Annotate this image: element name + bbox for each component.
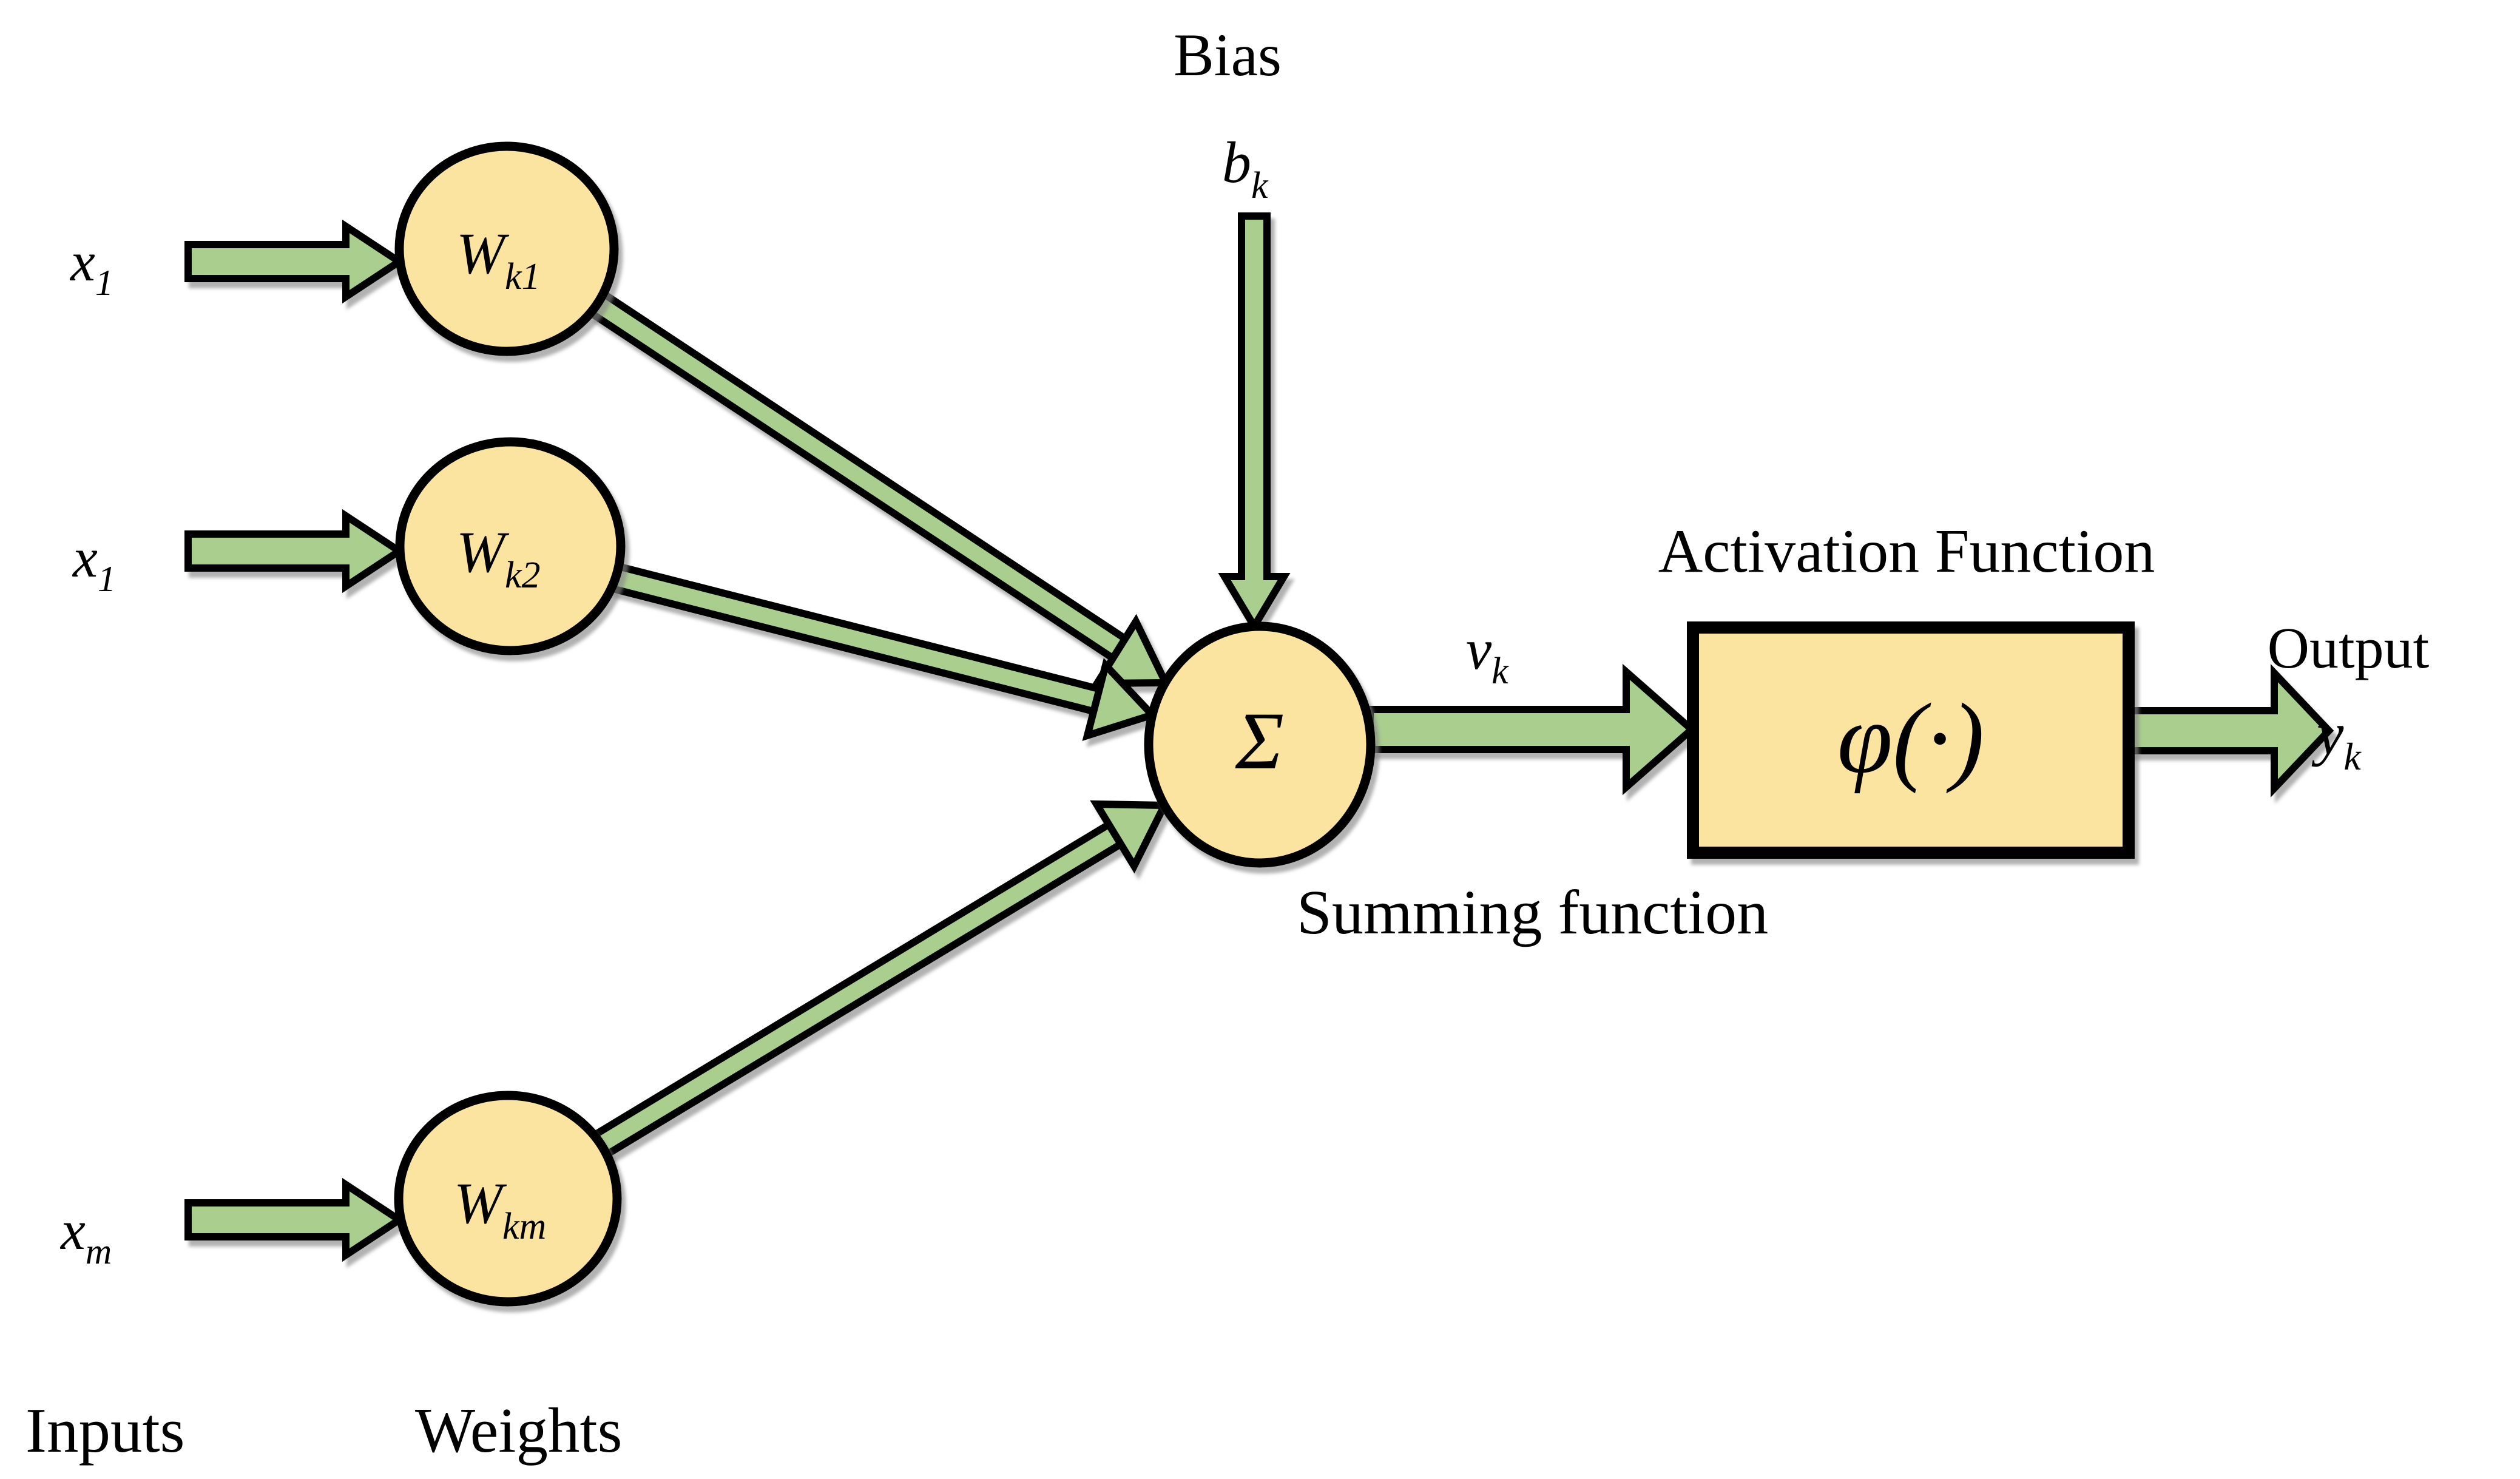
connector-wk1-to-sum [588, 290, 1172, 688]
weight-label-1: Wk1 [456, 221, 541, 297]
phi-symbol: φ(·) [1837, 683, 1984, 794]
sigma-symbol: Σ [1235, 696, 1284, 787]
activation-box [1687, 621, 2135, 859]
weight-label-2: Wk2 [456, 520, 541, 596]
vk-arrow [1366, 663, 1698, 796]
inputs-caption: Inputs [25, 1395, 185, 1466]
weight-node-2 [395, 437, 626, 655]
input-label-2: x1 [72, 527, 116, 599]
connector-wkm-to-sum [591, 800, 1170, 1159]
weight-label-3: Wkm [454, 1171, 546, 1247]
arrowhead [1090, 614, 1172, 688]
input-label-3: xm [59, 1199, 112, 1271]
weight-node-3 [394, 1091, 622, 1307]
vk-label: vk [1466, 617, 1509, 692]
arrowhead [1082, 657, 1159, 742]
weights-caption: Weights [415, 1395, 623, 1466]
output-label: Output [2268, 615, 2430, 680]
nodes [394, 141, 2135, 1307]
input-arrow-2 [184, 509, 406, 594]
connector-arrows [588, 290, 1172, 1159]
yk-label: yk [2311, 700, 2362, 778]
input-arrow-3 [184, 1177, 406, 1262]
bias-label: Bias [1174, 21, 1282, 89]
bias-arrow [1218, 212, 1291, 634]
summing-node [1144, 621, 1376, 868]
input-arrow-1 [184, 219, 406, 304]
block-arrows [184, 212, 2334, 1262]
output-arrow [2126, 663, 2334, 798]
weight-node-1 [394, 141, 619, 356]
activation-function-label: Activation Function [1658, 517, 2155, 586]
connector-wk2-to-sum [607, 561, 1159, 742]
input-label-1: x1 [69, 231, 113, 303]
summing-function-label: Summing function [1297, 878, 1768, 947]
arrowhead [1090, 800, 1170, 874]
bias-symbol: bk [1222, 130, 1269, 206]
